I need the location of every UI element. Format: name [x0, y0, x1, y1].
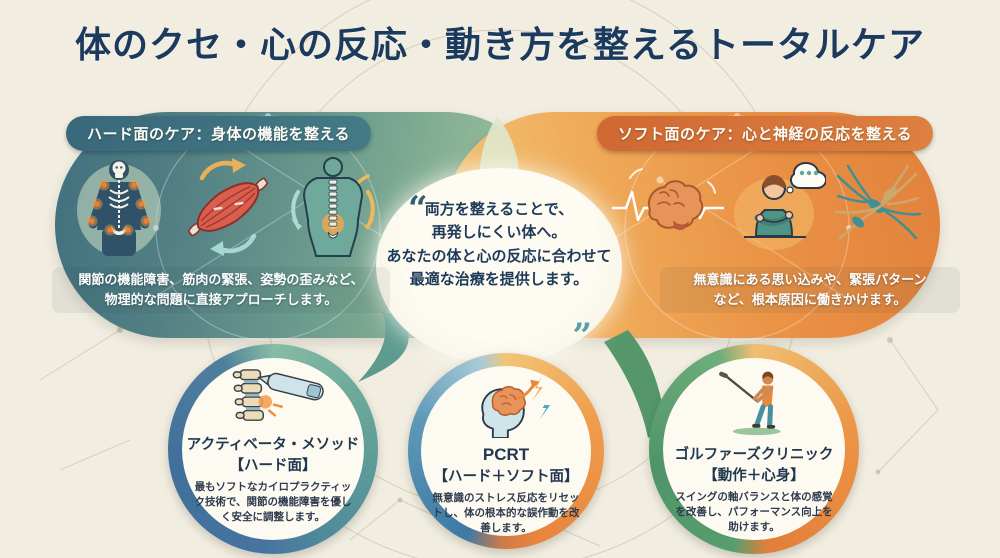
method-description: 無意識のストレス反応をリセットし、体の根本的な誤作動を改善します。	[432, 492, 580, 535]
head-brain-lightning-icon	[458, 376, 554, 443]
muscle-icon	[178, 156, 278, 263]
method-description: 最もソフトなカイロプラクティック技術で、関節の機能障害を優しく安全に調整します。	[194, 481, 352, 524]
method-name: アクティベータ・メソッド	[186, 437, 360, 453]
close-quote-mark: ”	[572, 316, 592, 356]
soft-care-description: 無意識にある思い込みや、緊張パターン など、根本原因に働きかけます。	[660, 267, 960, 314]
method-name: PCRT	[482, 445, 530, 464]
method-category: 【動作＋心身】	[703, 468, 805, 484]
golfer-swing-icon	[711, 368, 797, 441]
center-quote-panel: “ 両方を整えることで、 再発しにくい体へ。 あなたの体と心の反応に合わせて 最…	[376, 168, 622, 364]
hard-care-header: ハード面のケア：身体の機能を整える	[66, 116, 372, 151]
method-circle-golfers: ゴルファーズクリニック 【動作＋心身】 スイングの軸バランスと体の感覚を改善し、…	[649, 344, 859, 554]
method-category: 【ハード＋ソフト面】	[433, 469, 579, 485]
spine-activator-icon	[214, 368, 332, 431]
posture-spine-icon	[284, 154, 382, 267]
hard-care-description: 関節の機能障害、筋肉の緊張、姿勢の歪みなど、 物理的な問題に直接アプローチします…	[52, 267, 390, 314]
page-title: 体のクセ・心の反応・動き方を整えるトータルケア	[75, 24, 925, 65]
soft-care-header: ソフト面のケア：心と神経の反応を整える	[597, 116, 934, 151]
method-description: スイングの軸バランスと体の感覚を改善し、パフォーマンス向上を助けます。	[675, 491, 833, 534]
method-name: ゴルファーズクリニック	[674, 447, 834, 463]
method-category: 【ハード面】	[229, 458, 317, 474]
brain-pulse-icon	[612, 160, 724, 257]
method-circle-pcrt: PCRT 【ハード＋ソフト面】 無意識のストレス反応をリセットし、体の根本的な誤…	[408, 353, 604, 549]
center-quote-text: “ 両方を整えることで、 再発しにくい体へ。 あなたの体と心の反応に合わせて 最…	[386, 189, 612, 356]
skeleton-joints-icon	[64, 154, 174, 267]
nerve-network-icon	[828, 158, 928, 263]
method-circle-activator: アクティベータ・メソッド 【ハード面】 最もソフトなカイロプラクティック技術で、…	[168, 344, 378, 554]
open-quote-mark: “	[408, 189, 428, 229]
person-thinking-icon	[730, 158, 827, 263]
